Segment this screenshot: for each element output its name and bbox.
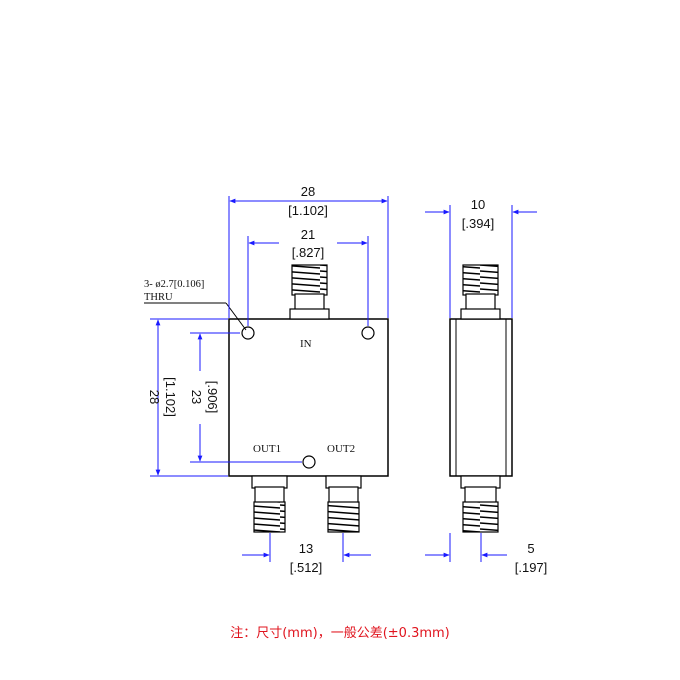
dim-thickness-inch: [.394]: [462, 216, 495, 231]
dim-output-spacing-inch: [.512]: [290, 560, 323, 575]
hole-note-line2: THRU: [144, 292, 173, 303]
dim-hole-pitch-mm: 23: [189, 390, 204, 404]
side-view: [449, 264, 513, 533]
dim-width-mm: 28: [301, 184, 315, 199]
port-label-in: IN: [300, 338, 312, 350]
dim-input-spacing-inch: [.827]: [292, 245, 325, 260]
front-view: IN OUT1 OUT2 3- ø2.7[0.106] THRU: [144, 264, 389, 533]
input-connector: [289, 264, 330, 320]
port-label-out2: OUT2: [327, 443, 355, 455]
dim-thickness-mm: 10: [471, 197, 485, 212]
dim-height-inch: [1.102]: [163, 377, 178, 417]
side-body: [449, 318, 513, 477]
hole-note-line1: 3- ø2.7[0.106]: [144, 279, 204, 290]
output2-connector: [325, 475, 362, 533]
port-label-out1: OUT1: [253, 443, 281, 455]
tolerance-footnote: 注：尺寸(mm)，一般公差(±0.3mm): [230, 626, 450, 641]
dimension-texts: 28 [1.102] 21 [.827] 10 [.394] 28 [1.102…: [147, 184, 547, 575]
dim-side-offset-inch: [.197]: [515, 560, 548, 575]
dim-output-spacing-mm: 13: [299, 541, 313, 556]
dim-width-inch: [1.102]: [288, 203, 328, 218]
dim-height-mm: 28: [147, 390, 162, 404]
dimension-lines: [150, 196, 537, 562]
dim-side-offset-mm: 5: [527, 541, 534, 556]
dim-hole-pitch-inch: [.906]: [205, 381, 220, 414]
splitter-body: [228, 318, 389, 477]
dim-input-spacing-mm: 21: [301, 227, 315, 242]
output1-connector: [251, 475, 288, 533]
mounting-hole: [241, 326, 255, 340]
side-bottom-connector: [460, 475, 501, 533]
mounting-hole: [361, 326, 375, 340]
mounting-hole: [302, 455, 316, 469]
side-top-connector: [460, 264, 501, 320]
